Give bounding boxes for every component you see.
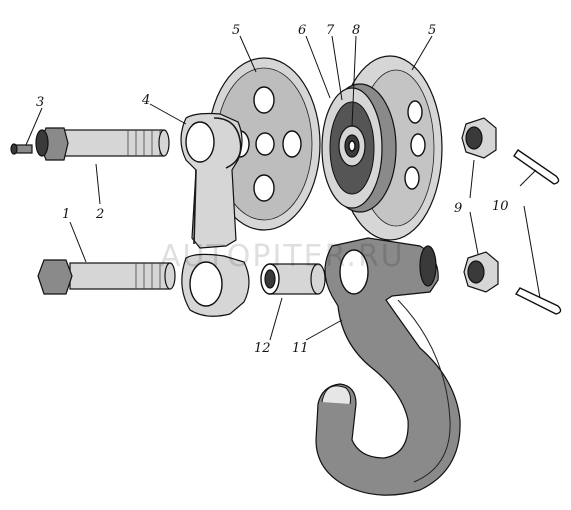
side-link-plate [180,112,243,249]
callout-5-left: 5 [232,23,240,38]
callout-4: 4 [141,93,150,108]
pulley-disc-left [207,57,321,231]
callout-5-right: 5 [428,23,436,38]
watermark: AUTOPITER.RU [160,239,405,274]
lower-link-plate [181,253,250,317]
callout-8: 8 [352,23,360,38]
cotter-pin-lower [514,287,562,315]
callout-7: 7 [326,23,335,38]
callout-11: 11 [292,341,309,356]
callout-1: 1 [62,207,70,222]
callout-12: 12 [254,341,271,356]
callout-6: 6 [298,23,306,38]
hook [315,237,461,496]
callout-3: 3 [36,95,44,110]
grease-nipple [10,143,33,155]
callout-9: 9 [454,201,462,216]
bushing-sleeve [260,263,326,295]
bolt-lower [37,259,176,295]
leader-lines [25,35,541,341]
castle-nut-lower [463,251,499,293]
callout-10: 10 [492,199,509,214]
bearing [338,125,366,167]
callout-2: 2 [95,207,104,222]
castle-nut-upper [461,117,497,159]
cotter-pin-upper [513,149,560,185]
bolt-upper [35,127,170,161]
